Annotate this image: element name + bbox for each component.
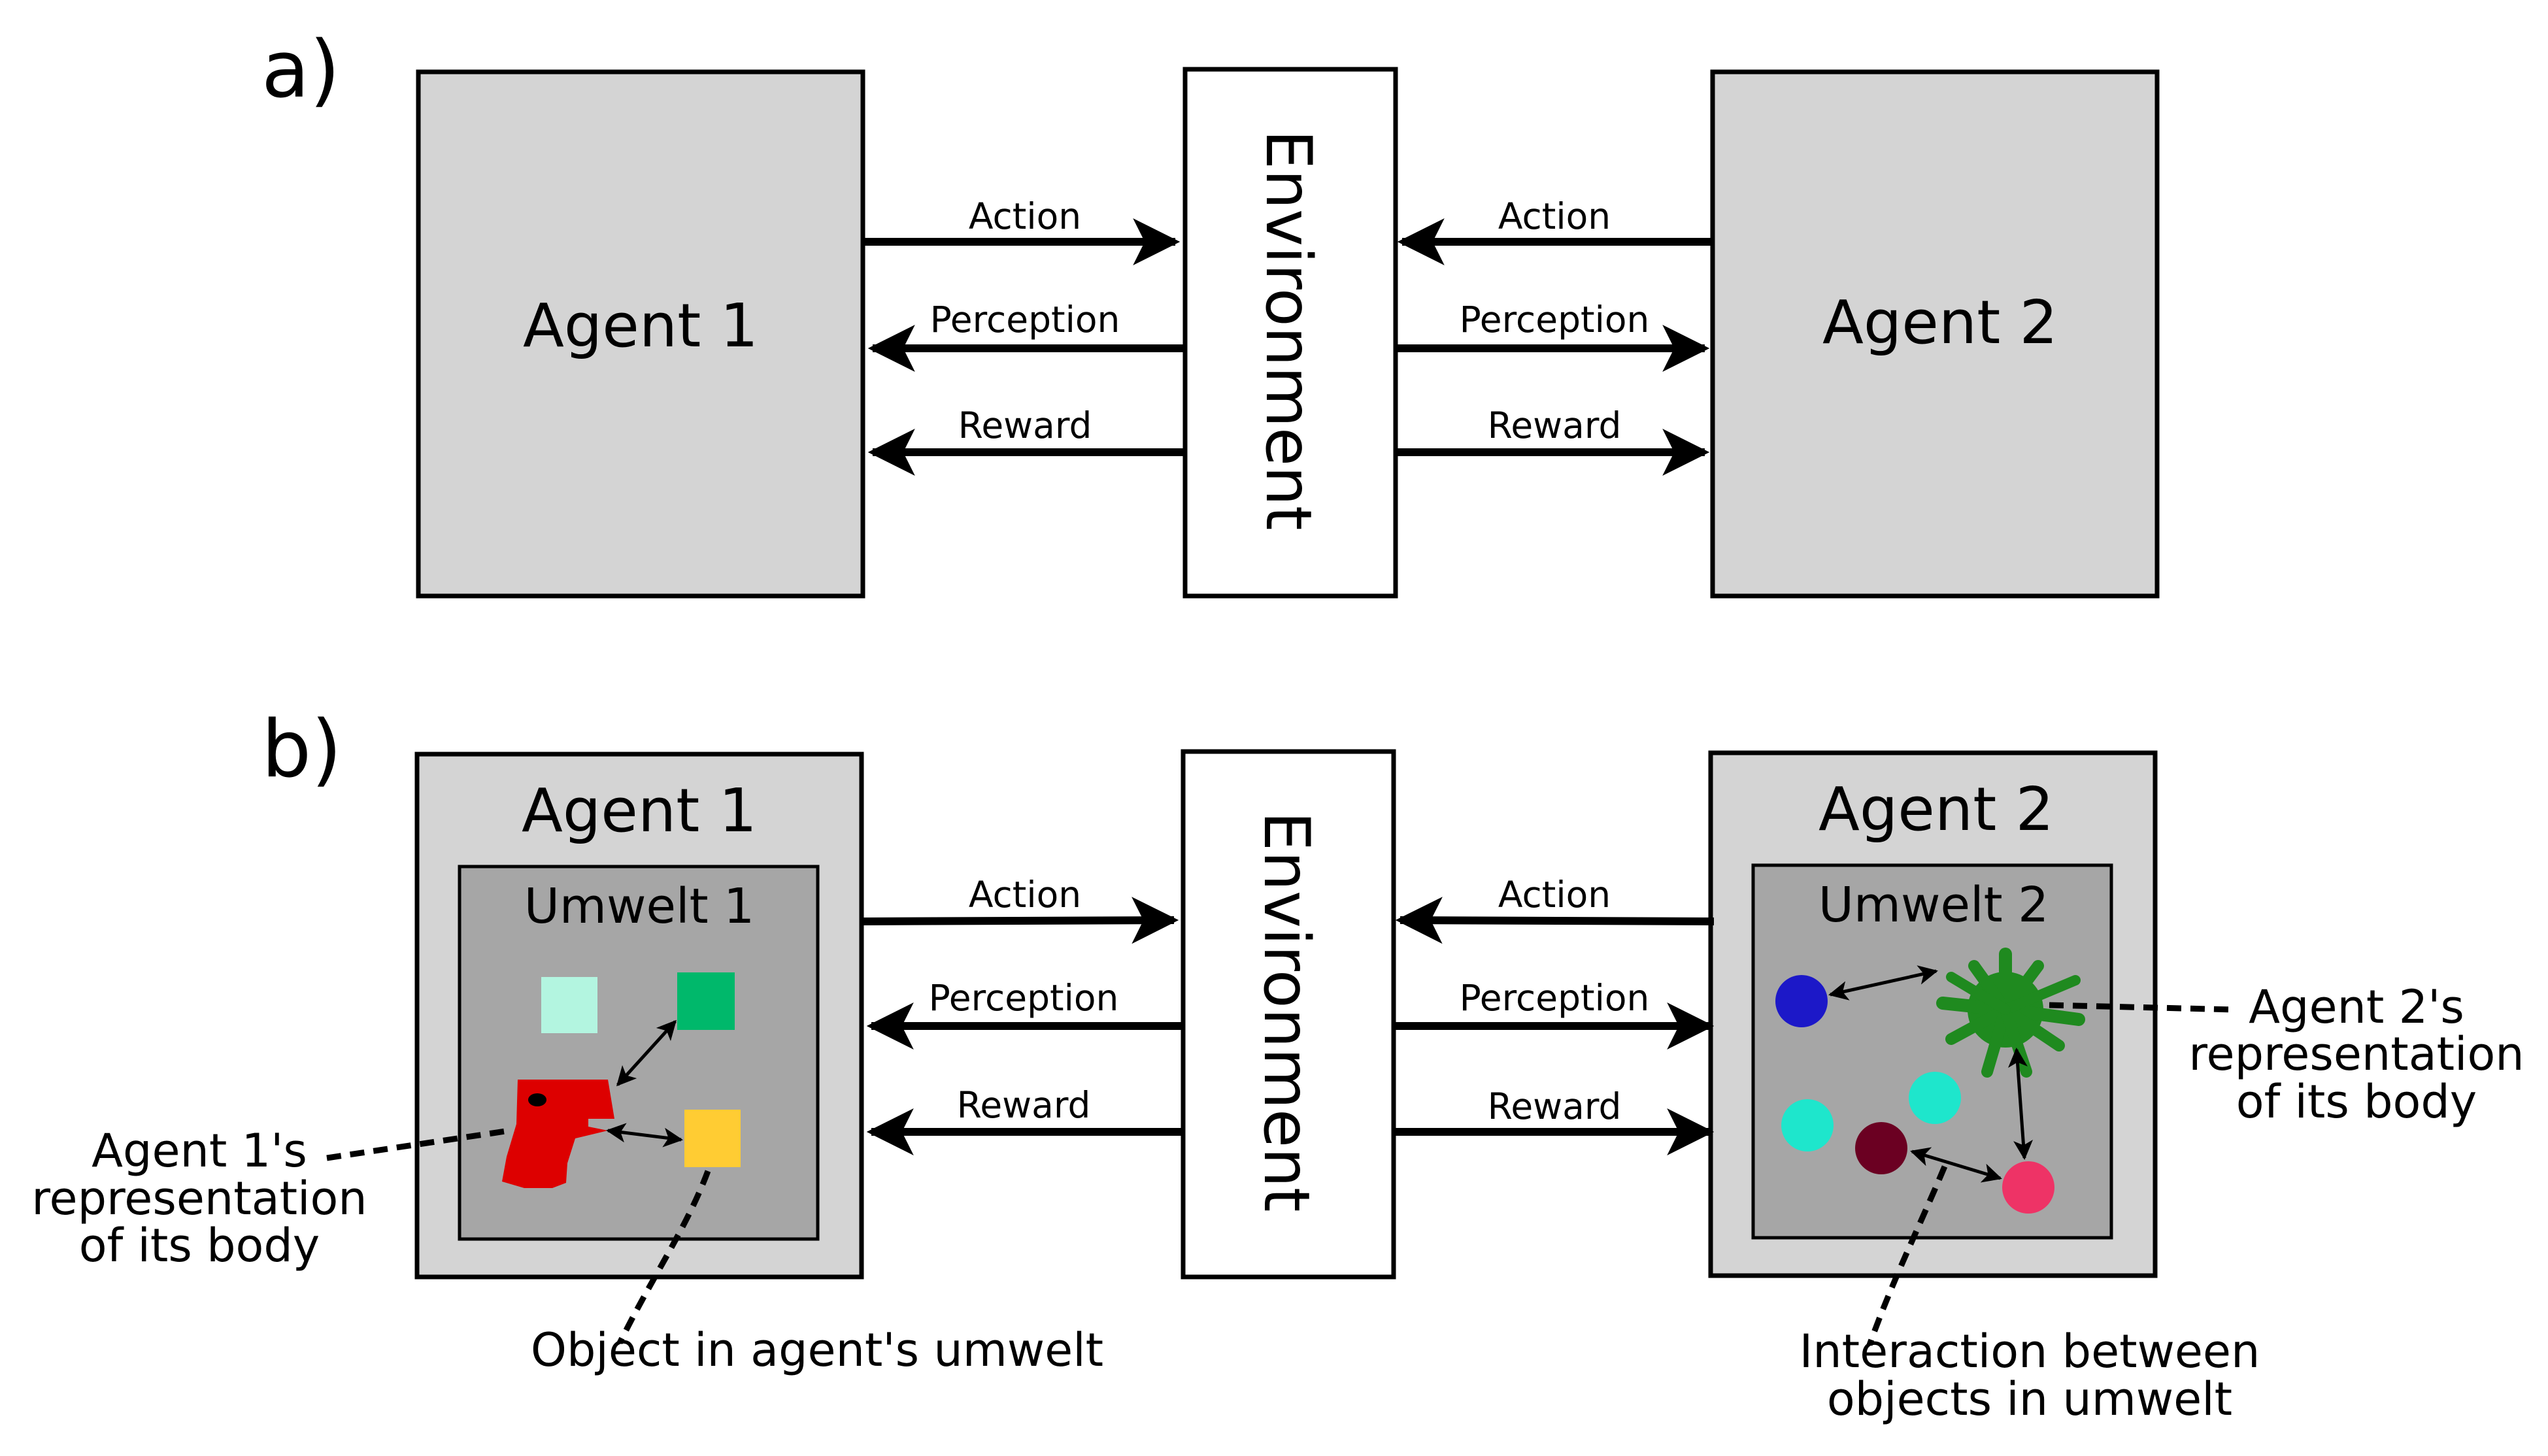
agent-1-label-b: Agent 1 — [522, 776, 757, 846]
annot-agent2-line1: Agent 2's — [2249, 980, 2464, 1034]
environment-label: Environment — [1252, 130, 1325, 531]
interaction-arrow-body-yellow — [606, 1123, 683, 1148]
perception-label-right: Perception — [1460, 299, 1650, 340]
environment-label-b: Environment — [1250, 812, 1323, 1212]
reward-label-right-b: Reward — [1488, 1085, 1622, 1127]
annot-agent1-line1: Agent 1's — [92, 1124, 307, 1178]
panel-a-letter: a) — [261, 25, 340, 116]
interaction-arrow-body-pink — [2007, 1048, 2034, 1160]
pale-green-object — [541, 977, 597, 1033]
annotation-interaction: Interaction between objects in umwelt — [1800, 1325, 2260, 1426]
umwelt-2-label: Umwelt 2 — [1819, 877, 2049, 933]
leader-agent1-body — [326, 1127, 511, 1161]
perception-label-left-b: Perception — [929, 977, 1119, 1019]
agent-2-label-b: Agent 2 — [1819, 774, 2054, 844]
reward-label-right: Reward — [1488, 405, 1622, 446]
blue-object — [1775, 975, 1828, 1027]
perception-label-right-b: Perception — [1460, 977, 1650, 1019]
leader-agent2-body — [2049, 1002, 2236, 1013]
interaction-arrow-maroon-pink — [1910, 1147, 2002, 1183]
annotation-agent1-body: Agent 1's representation of its body — [31, 1124, 367, 1272]
interaction-arrow-blue-body — [1828, 965, 1938, 1001]
maroon-object — [1855, 1122, 1907, 1174]
yellow-object — [684, 1110, 741, 1167]
action-arrow-agent2-b — [1395, 897, 1715, 944]
annot-interaction-line1: Interaction between — [1800, 1325, 2260, 1378]
annotation-agent2-body: Agent 2's representation of its body — [2188, 980, 2524, 1129]
agent-1-body-icon — [502, 1080, 614, 1188]
agent-2-body-icon — [1936, 948, 2085, 1078]
interaction-arrow-body-green — [616, 1019, 677, 1087]
panel-a: a) Agent 1 Environment Agent 2 Action Pe… — [261, 25, 2160, 599]
pink-object — [2002, 1161, 2054, 1214]
reward-label-left-b: Reward — [957, 1084, 1091, 1126]
agent-1-body-eye — [528, 1093, 546, 1106]
leader-interaction — [1866, 1165, 1948, 1346]
cyan-object-1 — [1781, 1099, 1834, 1151]
action-label-right-b: Action — [1498, 874, 1611, 916]
panel-b-letter: b) — [261, 704, 342, 795]
agent-1-box — [416, 69, 865, 599]
green-object — [677, 972, 735, 1030]
agent-2-label: Agent 2 — [1822, 288, 2058, 357]
perception-label-left: Perception — [930, 299, 1120, 340]
annot-interaction-line2: objects in umwelt — [1827, 1372, 2232, 1426]
annot-agent2-line2: representation — [2188, 1027, 2524, 1081]
environment-box-b — [1181, 749, 1396, 1280]
agent-1-label: Agent 1 — [523, 291, 758, 361]
environment-box — [1182, 67, 1398, 599]
annot-agent1-line2: representation — [31, 1172, 367, 1225]
annot-agent2-line3: of its body — [2236, 1075, 2477, 1129]
action-label-right: Action — [1498, 195, 1611, 237]
action-label-left-b: Action — [969, 874, 1081, 916]
cyan-object-2 — [1909, 1072, 1961, 1124]
panel-b: b) Agent 1 Umwelt 1 Environment Agent 2 … — [31, 704, 2524, 1426]
reward-label-left: Reward — [958, 405, 1092, 446]
leader-object — [616, 1170, 711, 1344]
action-label-left: Action — [969, 195, 1081, 237]
action-arrow-agent1-b — [863, 897, 1179, 944]
annot-object: Object in agent's umwelt — [531, 1323, 1103, 1377]
annot-agent1-line3: of its body — [79, 1219, 320, 1272]
umwelt-1-label: Umwelt 1 — [524, 878, 754, 935]
agent-2-box — [1710, 69, 2160, 599]
